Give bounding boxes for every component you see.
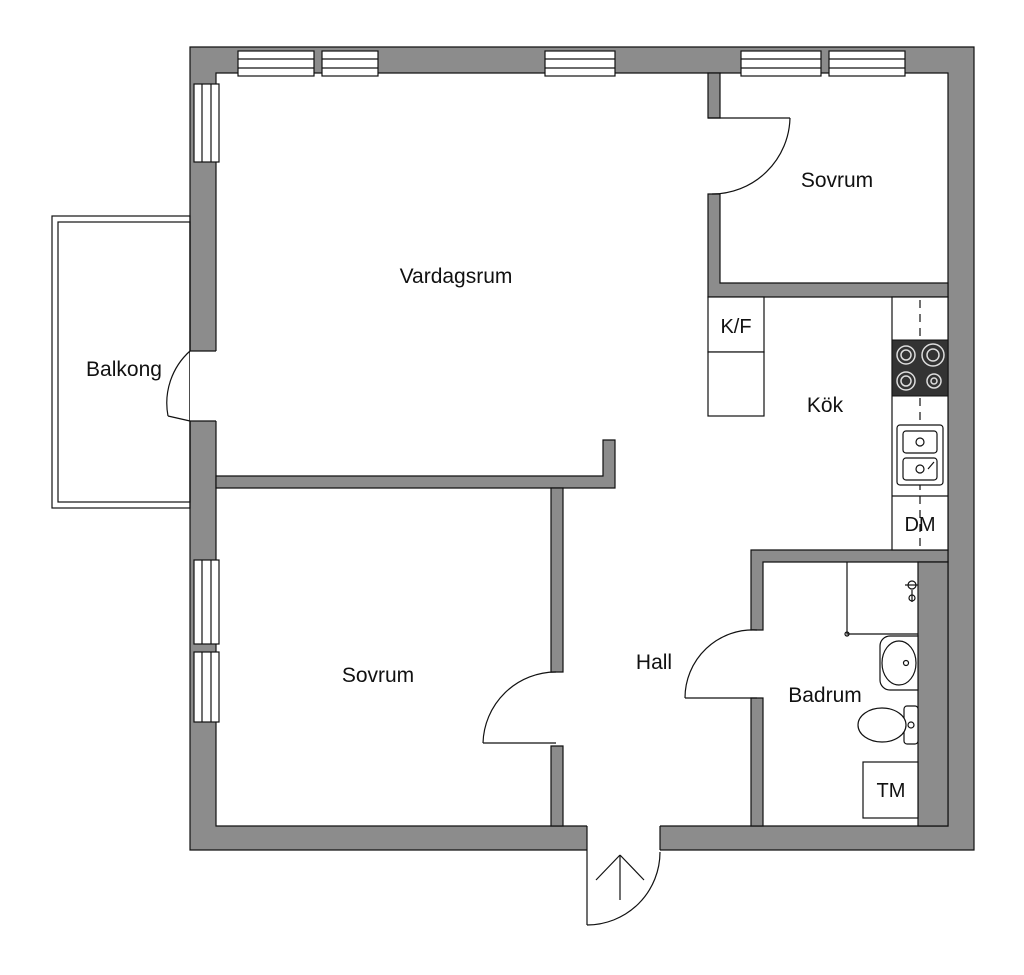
room-label-living-room: Vardagsrum — [400, 265, 513, 288]
interior-wall-middle — [215, 439, 616, 827]
balcony-door — [166, 350, 217, 422]
fixture-label-washing-machine: TM — [877, 780, 906, 802]
stove-icon — [891, 339, 949, 397]
room-label-balcony: Balkong — [86, 358, 162, 381]
washing-machine-box — [862, 761, 919, 819]
room-label-bathroom: Badrum — [788, 684, 862, 707]
washbasin-icon — [879, 635, 919, 691]
fixture-label-dishwasher: DM — [904, 514, 935, 536]
entrance-door — [586, 825, 661, 926]
interior-wall-bathroom — [684, 549, 949, 827]
fixture-label-fridge-freezer: K/F — [720, 316, 751, 338]
exterior-walls — [189, 46, 975, 851]
room-label-bedroom-top: Sovrum — [801, 169, 873, 192]
room-label-hall: Hall — [636, 651, 672, 674]
windows-top — [237, 50, 906, 77]
sink-icon — [896, 424, 944, 486]
entrance-arrow-icon — [595, 854, 645, 900]
toilet-icon — [857, 705, 919, 745]
kitchen-counter — [891, 296, 949, 551]
room-label-kitchen: Kök — [807, 394, 844, 417]
fridge-freezer-box — [707, 296, 765, 417]
shower-icon — [844, 562, 918, 637]
room-label-bedroom-bottom: Sovrum — [342, 664, 414, 687]
windows-left — [193, 83, 220, 723]
